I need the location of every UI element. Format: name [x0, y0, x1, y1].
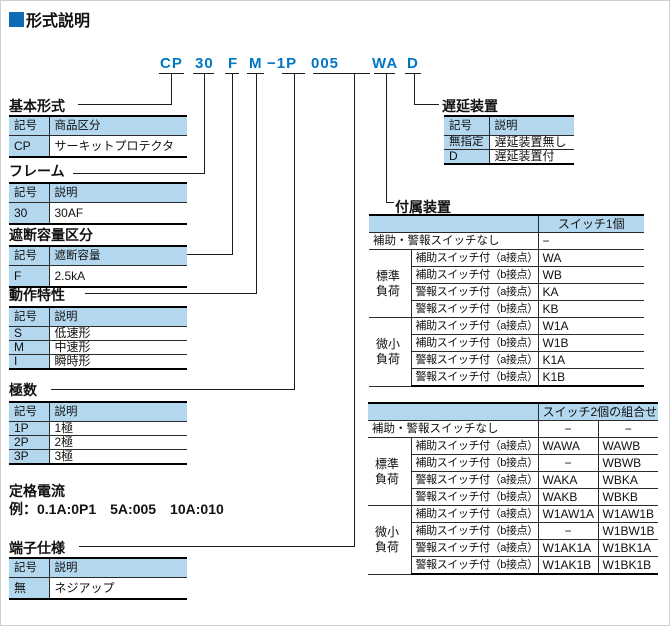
table-row: 補助スイッチ付（b接点）WB: [369, 266, 644, 284]
table-row: 補助スイッチ付（b接点）−WBWB: [368, 454, 658, 472]
table-accessory-single: スイッチ1個 補助・警報スイッチなし− 標準負荷補助スイッチ付（a接点）WA 補…: [369, 214, 644, 387]
col-header: 説明: [49, 307, 187, 327]
model-code-segment: 005: [311, 55, 340, 72]
col-header: 記号: [9, 116, 50, 136]
group-label-micro: 微小負荷: [369, 317, 412, 387]
page-title: 形式説明: [26, 13, 91, 30]
table-row: 微小負荷補助スイッチ付（a接点）W1A: [369, 317, 644, 387]
group-label-standard: 標準負荷: [369, 249, 412, 318]
table-row: 補助スイッチ付（b接点）−W1BW1B: [368, 522, 658, 540]
section-label-rated-current: 定格電流: [9, 483, 65, 499]
model-code-segment: −1P: [267, 55, 298, 72]
col-header: 記号: [9, 246, 50, 266]
table-row: 警報スイッチ付（b接点）K1B: [369, 368, 644, 387]
section-marker-icon: [9, 11, 24, 27]
col-header-switch2: スイッチ2個の組合せ: [538, 403, 658, 421]
model-code-segment: 30: [195, 55, 214, 72]
col-header: 記号: [9, 307, 50, 327]
col-header: 説明: [489, 116, 574, 136]
table-row: 補助スイッチ付（b接点）W1B: [369, 334, 644, 352]
table-row: 補助・警報スイッチなし−−: [368, 420, 658, 438]
col-header: 説明: [49, 183, 187, 203]
col-header: 商品区分: [49, 116, 187, 136]
table-row: 標準負荷補助スイッチ付（a接点）WA: [369, 249, 644, 318]
section-label-delay: 遅延装置: [442, 98, 498, 114]
model-code-segment: CP: [160, 55, 183, 72]
col-header-switch1: スイッチ1個: [538, 215, 644, 233]
model-code-segment: WA: [372, 55, 399, 72]
section-label-poles: 極数: [9, 382, 37, 398]
table-row: 警報スイッチ付（b接点）KB: [369, 300, 644, 318]
col-header: 記号: [9, 402, 50, 422]
col-header: 記号: [9, 558, 50, 578]
col-header: 説明: [49, 402, 187, 422]
col-header: 遮断容量: [49, 246, 187, 266]
section-label-breaking: 遮断容量区分: [9, 227, 93, 243]
section-label-operating: 動作特性: [9, 287, 65, 303]
model-code-segment: M: [249, 55, 263, 72]
group-label-micro: 微小負荷: [368, 505, 412, 575]
rated-current-example: 例：0.1A:0P1 5A:005 10A:010: [9, 501, 224, 517]
section-label-accessory: 付属装置: [395, 199, 451, 215]
col-header: 記号: [444, 116, 490, 136]
group-label-standard: 標準負荷: [368, 437, 412, 506]
section-label-terminal: 端子仕様: [9, 540, 65, 556]
model-code-segment: F: [228, 55, 239, 72]
col-header: 説明: [49, 558, 187, 578]
table-row: 補助・警報スイッチなし−: [369, 232, 644, 250]
table-row: 無指定遅延装置無し: [444, 135, 574, 150]
table-row: 警報スイッチ付（a接点）KA: [369, 283, 644, 301]
section-label-frame: フレーム: [9, 163, 65, 179]
section-label-basic: 基本形式: [9, 98, 65, 114]
model-code-segment: D: [407, 55, 419, 72]
table-terminal: 記号説明 無ネジアップ: [9, 557, 187, 600]
table-accessory-double: スイッチ2個の組合せ 補助・警報スイッチなし−− 標準負荷補助スイッチ付（a接点…: [368, 402, 658, 575]
page-header: 形式説明: [9, 7, 90, 31]
col-header: 記号: [9, 183, 50, 203]
table-row: 警報スイッチ付（a接点）K1A: [369, 351, 644, 369]
table-row: 無ネジアップ: [9, 577, 187, 600]
